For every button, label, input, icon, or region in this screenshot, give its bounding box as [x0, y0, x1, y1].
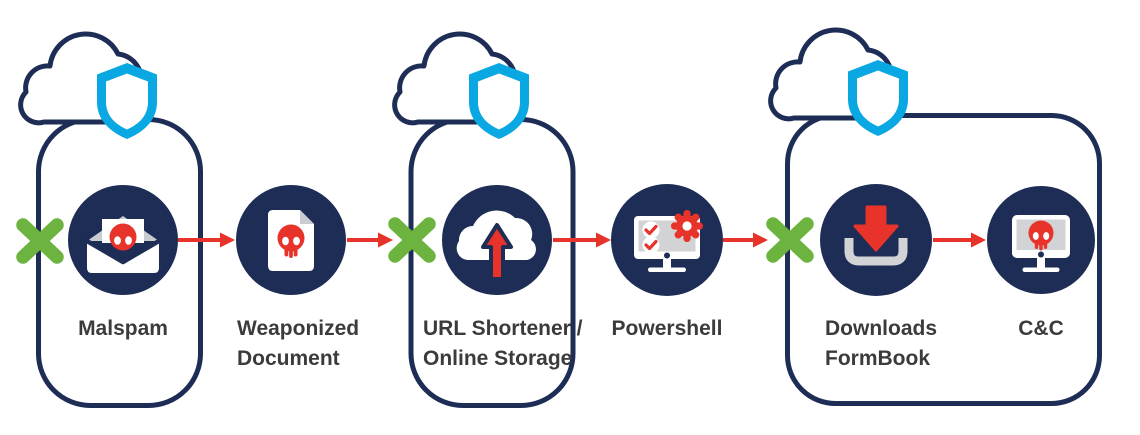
step-label-weaponized-document: Weaponized Document — [237, 317, 360, 370]
protection-capsule-3 — [785, 113, 1102, 406]
arrow-downloads-to-cc — [933, 232, 986, 248]
document-skull-icon — [268, 210, 314, 271]
arrow-document-to-url — [347, 232, 393, 248]
gear-icon — [671, 210, 703, 242]
step-url-shortener — [442, 185, 552, 295]
arrow-malspam-to-document — [178, 232, 235, 248]
step-cc — [987, 186, 1095, 294]
shield-icon — [469, 63, 529, 139]
shield-icon — [97, 63, 157, 139]
cloud-shield-group-1 — [21, 34, 157, 139]
step-label-url-shortener: URL Shortener / Online Storage — [423, 317, 583, 370]
step-label-cc: C&C — [1018, 317, 1064, 340]
step-powershell — [611, 184, 723, 296]
step-label-downloads-formbook: Downloads FormBook — [825, 317, 938, 370]
step-label-malspam: Malspam — [78, 317, 168, 340]
step-label-powershell: Powershell — [611, 317, 723, 340]
cloud-shield-group-3 — [771, 30, 908, 136]
arrow-powershell-to-downloads — [723, 232, 768, 248]
step-weaponized-document — [236, 185, 346, 295]
monitor-skull-icon — [1012, 215, 1070, 272]
download-tray-icon — [844, 205, 908, 266]
monitor-checklist-gear-icon — [634, 210, 703, 272]
cloud-upload-icon — [456, 210, 536, 281]
step-downloads-formbook — [820, 184, 932, 296]
step-malspam — [68, 185, 178, 295]
envelope-skull-icon — [84, 216, 162, 273]
cloud-shield-group-2 — [395, 34, 529, 139]
shield-icon — [848, 60, 908, 136]
arrow-url-to-powershell — [553, 232, 611, 248]
